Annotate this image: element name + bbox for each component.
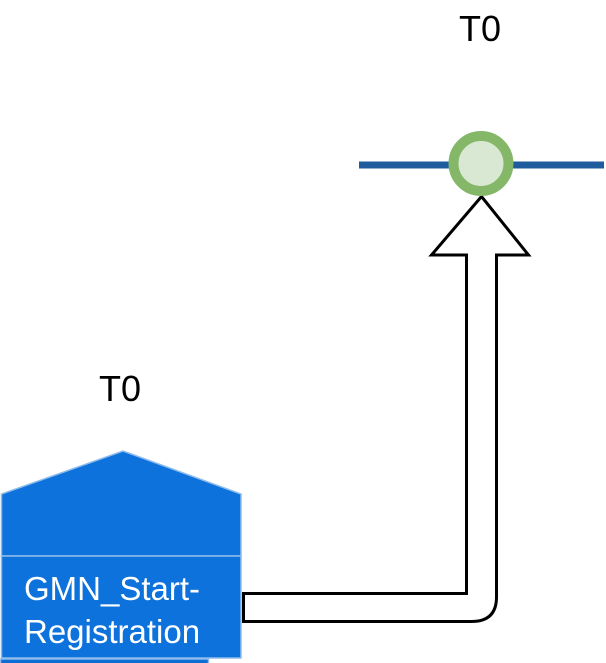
event-label-box[interactable] [0, 555, 242, 659]
block-arrow-connector[interactable] [242, 194, 532, 623]
event-time-label: T0 [98, 368, 141, 409]
timeline-time-label: T0 [458, 8, 501, 49]
event-label: GMN_Start- Registration [24, 567, 239, 653]
milestone-circle[interactable] [448, 131, 514, 196]
event-pentagon-roof[interactable] [0, 450, 242, 557]
event-label-line2: Registration [24, 613, 201, 650]
event-label-line1: GMN_Start- [24, 570, 201, 607]
cropped-shape-sliver[interactable] [0, 658, 210, 663]
